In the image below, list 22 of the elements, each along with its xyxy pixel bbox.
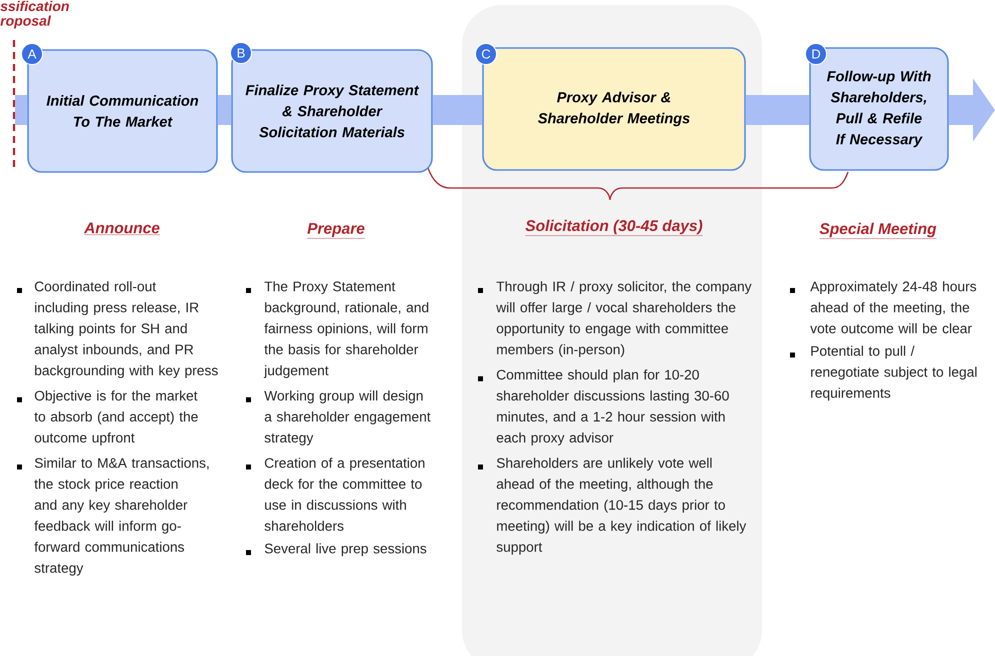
letter-badge: C (475, 43, 497, 65)
note-text: ssification (0, 0, 69, 12)
section-heading: Announce (84, 222, 160, 235)
bullet-text: Committee should plan for 10-20 shareholder discussions lasting 30-60 minutes, and a 1-2 hour session with each proxy advisor (496, 369, 729, 446)
bullet-text: Shareholders are unlikely vote well ahead of the meeting, although the recommendation (10-15 days prior to meeting) will be a key indication of likely support (496, 458, 746, 555)
bullet-text: Creation of a presentation deck for the committee to use in discussions with shareholders (264, 458, 424, 531)
section-heading: Solicitation (30-45 days) (525, 220, 703, 236)
letter-badge: D (805, 43, 827, 65)
letter-badge: A (21, 43, 43, 65)
bullet-text: Approximately 24-48 hours ahead of the meeting, the vote outcome will be clear (810, 281, 976, 334)
bullet-text: Through IR / proxy solicitor, the company will offer large / vocal shareholders the opportunity to engage with committee members (in-person) (496, 281, 752, 358)
note-text: roposal (0, 15, 51, 29)
bullet-text: Several live prep sessions (264, 543, 426, 556)
bullet-text: The Proxy Statement background, rationale, and fairness opinions, will form the basis for shareholder judgement (264, 281, 428, 378)
letter-badge: B (230, 42, 252, 64)
section-heading: Prepare (306, 223, 366, 239)
bullet-text: Working group will design a shareholder engagement strategy (264, 390, 431, 446)
bullet-text: Coordinated roll-out including press release, IR talking points for SH and analyst inbounds, and PR backgrounding with key press (34, 281, 218, 378)
bullet-text: Objective is for the market to absorb (and accept) the outcome upfront (34, 390, 198, 446)
section-heading: Special Meeting (819, 222, 937, 239)
bullet-text: Potential to pull / renegotiate subject to legal requirements (811, 346, 976, 401)
bullet-text: Similar to M&A transactions, the stock price reaction and any key shareholder feedback will inform go-forward communications strategy (34, 458, 209, 576)
